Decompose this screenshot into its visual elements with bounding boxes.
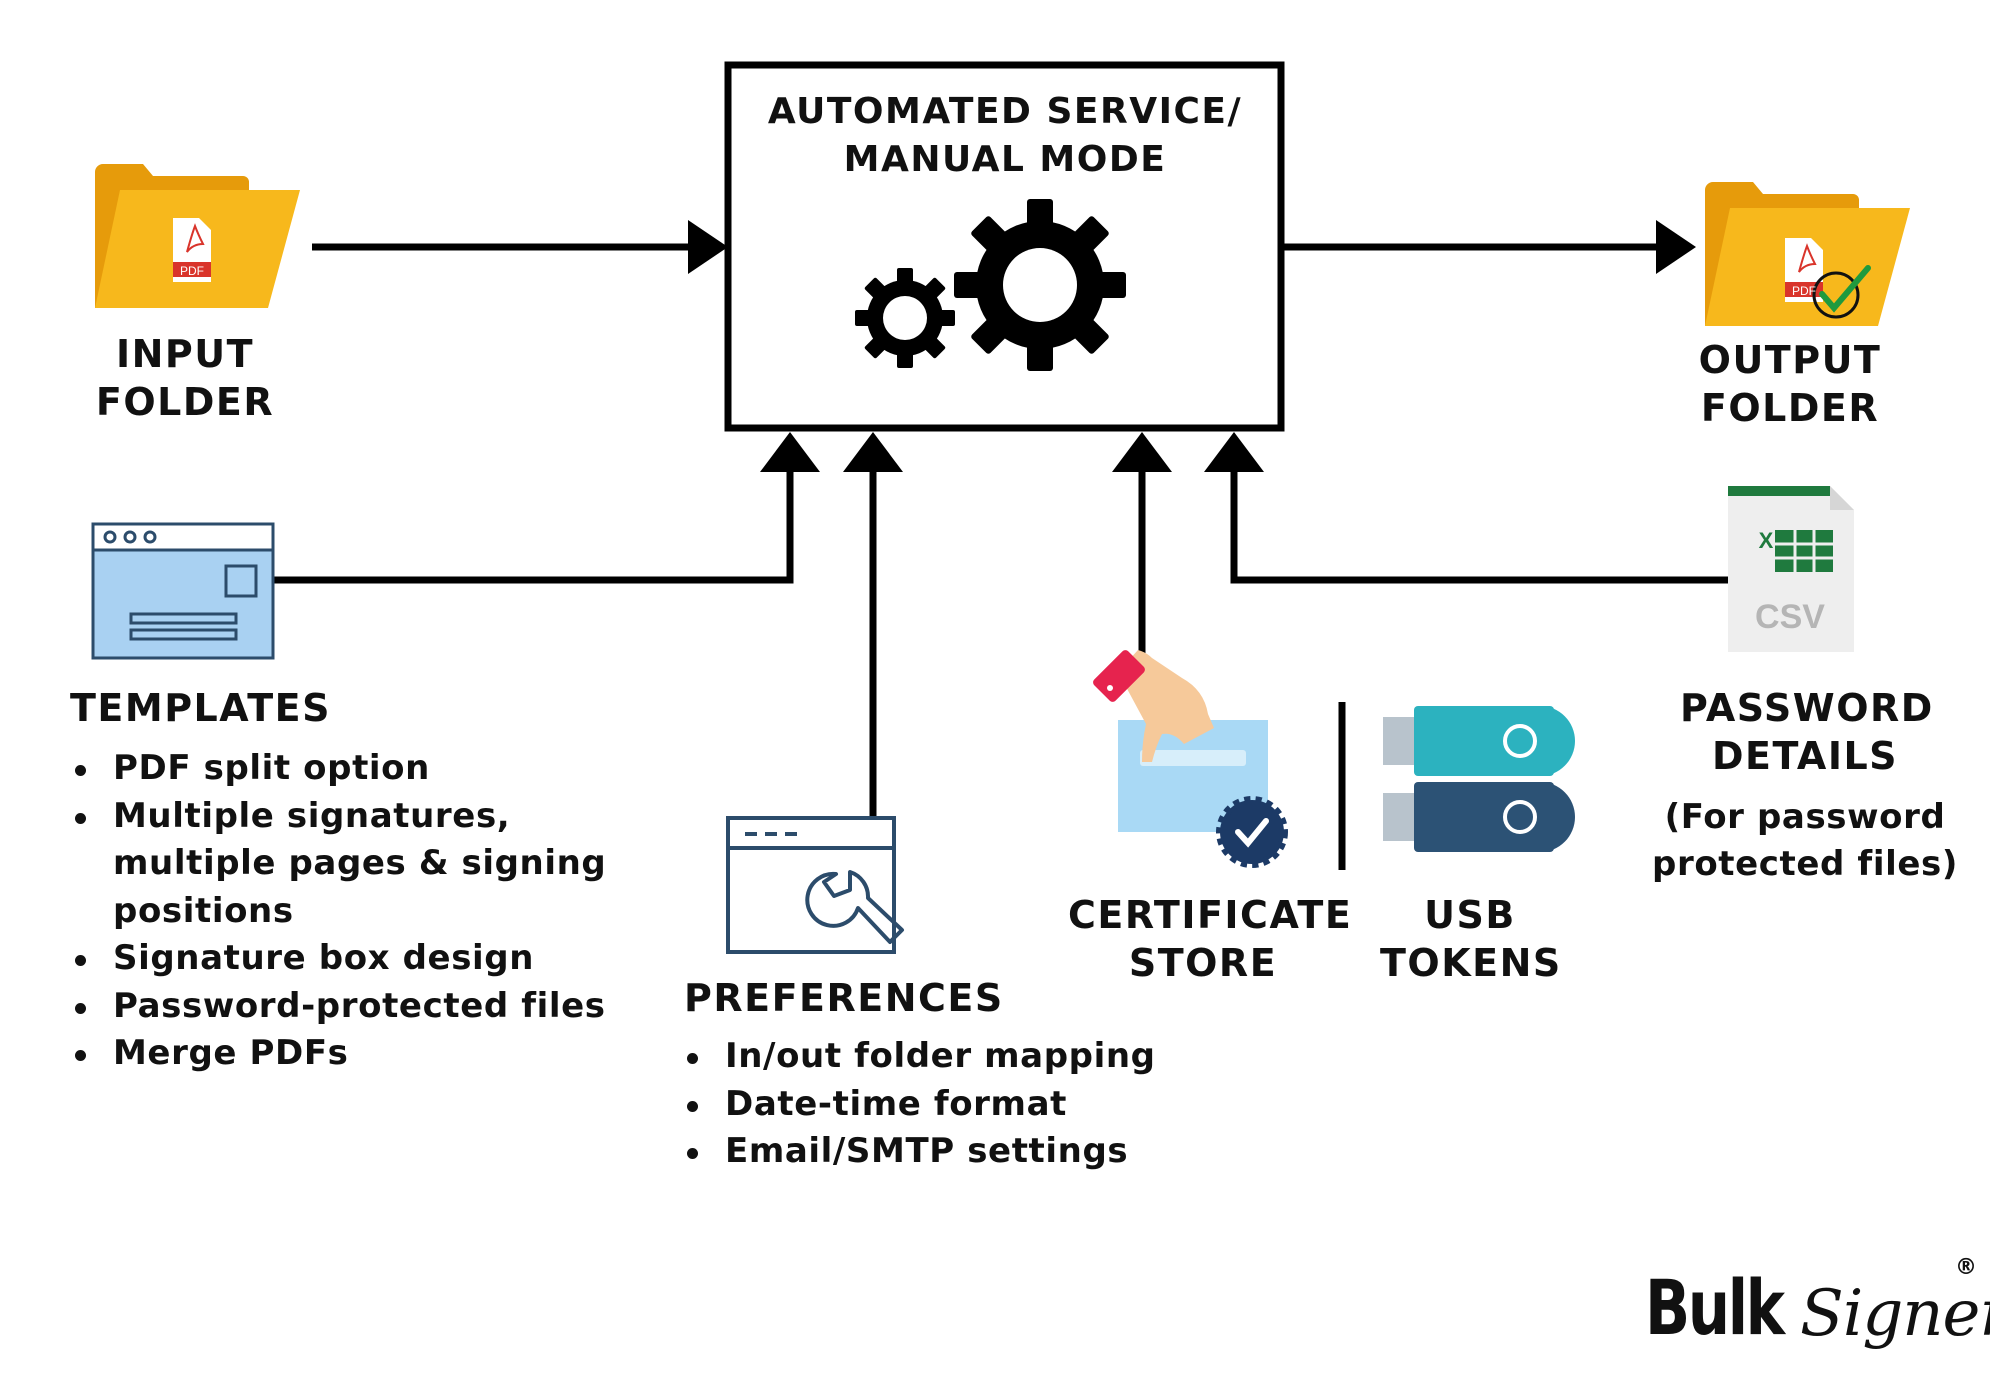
input-folder-label-line1: INPUT	[115, 332, 255, 376]
templates-title: TEMPLATES	[70, 686, 331, 730]
password-details-label: PASSWORD DETAILS	[1680, 684, 1934, 780]
csv-excel-mark: X	[1759, 528, 1774, 553]
certificate-store-icon	[1093, 650, 1288, 868]
preferences-title: PREFERENCES	[684, 976, 1004, 1020]
input-folder-icon	[95, 164, 300, 308]
templates-window-icon	[91, 522, 275, 660]
preferences-list: In/out folder mapping Date-time format E…	[682, 1033, 1156, 1176]
certificate-store-label: CERTIFICATE STORE	[1068, 891, 1353, 987]
small-gear-icon	[855, 268, 955, 368]
output-folder-label: OUTPUT FOLDER	[1690, 336, 1890, 432]
registered-mark: ®	[1955, 1255, 1977, 1280]
automation-title-line2: MANUAL MODE	[843, 139, 1167, 180]
csv-file-badge: CSV	[1755, 598, 1825, 636]
templates-item: Multiple signatures,	[70, 793, 606, 841]
input-folder-label-line2: FOLDER	[95, 380, 275, 424]
preferences-connector-arrow	[843, 432, 903, 818]
output-folder-label-line1: OUTPUT	[1698, 338, 1882, 382]
input-arrow	[312, 220, 728, 274]
usb-tokens-label: USB TOKENS	[1380, 891, 1560, 987]
templates-item-continued: positions	[113, 890, 294, 931]
password-details-note: (For password protected files)	[1650, 794, 1960, 888]
templates-item-continued: multiple pages & signing	[113, 843, 607, 883]
preferences-item: Date-time format	[682, 1081, 1156, 1129]
output-folder-badge: PDF	[1792, 284, 1816, 298]
output-arrow	[1284, 220, 1696, 274]
logo-word-signer: Signer	[1800, 1277, 1990, 1351]
output-folder-label-line2: FOLDER	[1700, 386, 1880, 430]
logo-word-bulk: Bulk	[1645, 1263, 1785, 1352]
bulksigner-logo: Bulk Signer ®	[1645, 1255, 1990, 1365]
automation-box-title: AUTOMATED SERVICE/ MANUAL MODE	[730, 88, 1280, 184]
usb-tokens-label-line1: USB	[1424, 893, 1516, 937]
certificate-store-label-line1: CERTIFICATE	[1068, 893, 1353, 937]
preferences-item: In/out folder mapping	[682, 1033, 1156, 1081]
templates-list: PDF split option Multiple signatures, mu…	[70, 745, 606, 1078]
preferences-wrench-window-icon	[726, 816, 904, 954]
templates-item: Merge PDFs	[70, 1030, 606, 1078]
templates-item: PDF split option	[70, 745, 606, 793]
automation-title-line1: AUTOMATED SERVICE/	[767, 91, 1243, 132]
templates-connector-arrow	[273, 432, 820, 584]
certificate-store-label-line2: STORE	[1128, 941, 1278, 985]
input-folder-label: INPUT FOLDER	[90, 330, 280, 426]
usb-tokens-icon	[1381, 706, 1575, 852]
templates-item: Password-protected files	[70, 983, 606, 1031]
csv-file-icon	[1728, 486, 1854, 652]
input-folder-badge: PDF	[180, 264, 204, 278]
preferences-item: Email/SMTP settings	[682, 1128, 1156, 1176]
password-details-label-line2: DETAILS	[1711, 734, 1899, 778]
password-details-note-line2: protected files)	[1652, 844, 1958, 884]
usb-tokens-label-line2: TOKENS	[1380, 941, 1562, 985]
certificate-connector-arrow	[1112, 432, 1172, 660]
output-folder-icon	[1705, 182, 1910, 326]
large-gear-icon	[954, 199, 1126, 371]
password-connector-arrow	[1204, 432, 1728, 584]
templates-item: Signature box design	[70, 935, 606, 983]
password-details-note-line1: (For password	[1664, 797, 1946, 837]
password-details-label-line1: PASSWORD	[1680, 686, 1934, 730]
